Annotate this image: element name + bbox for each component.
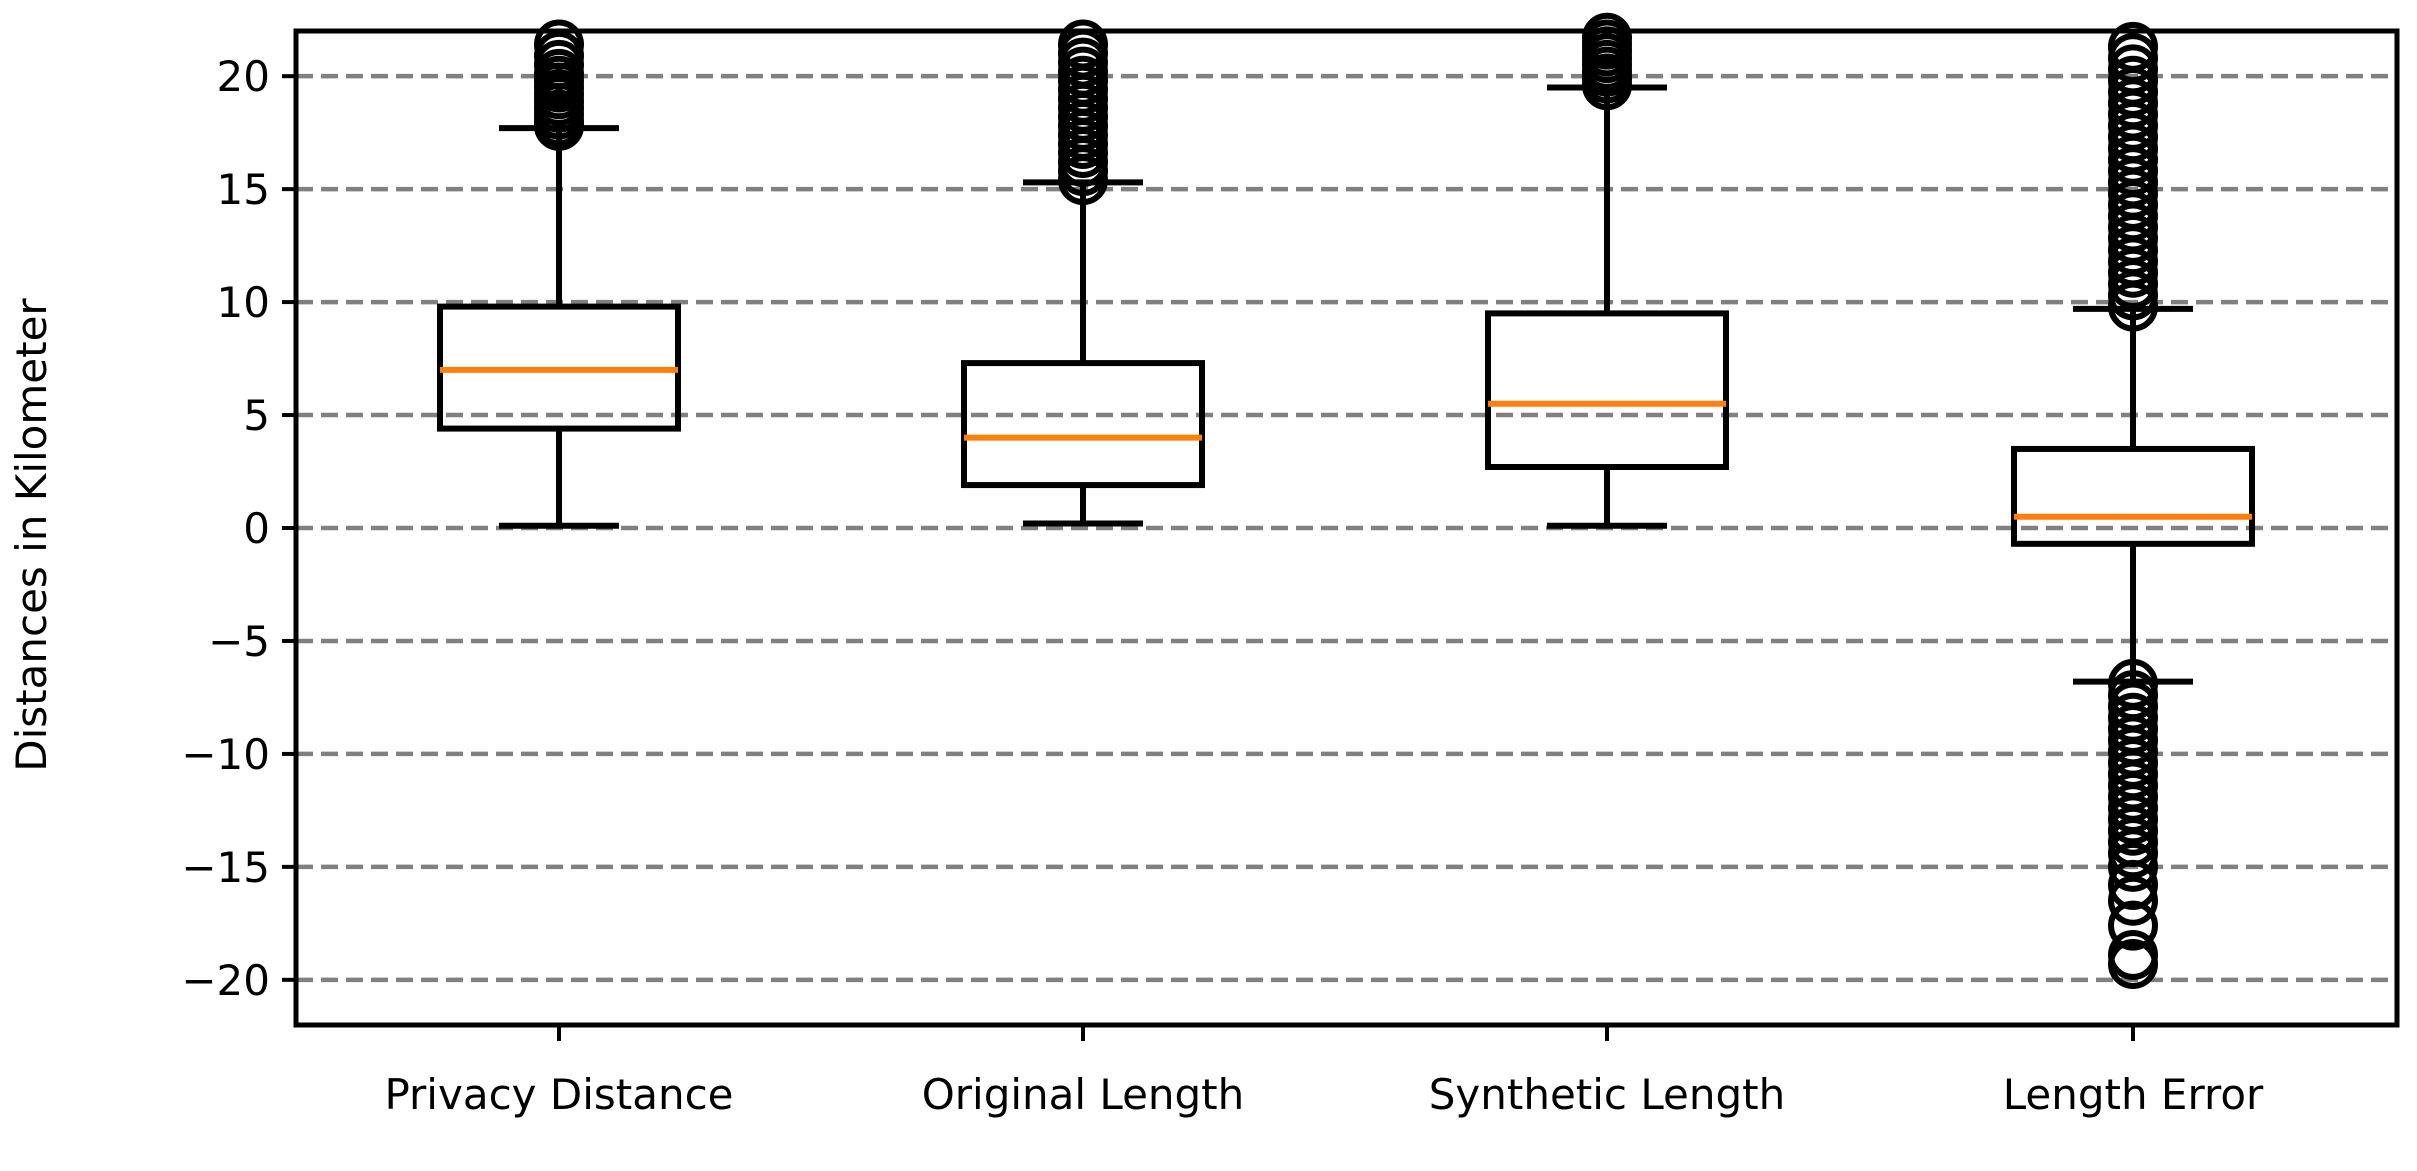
outlier-point [1582,12,1632,63]
outlier-point [2108,875,2158,926]
y-tick-label: 0 [243,504,270,553]
outlier-point [2108,841,2158,892]
outlier-point [1058,19,1108,70]
y-axis-label: Distances in Kilometer [7,298,56,772]
y-tick-label: 20 [217,52,270,101]
x-axis: Privacy Distance Original Length Synthetic… [384,1025,2264,1119]
x-tick-label: Original Length [922,1070,1245,1119]
box-synthetic-length [1485,12,1729,529]
box-series [437,12,2255,990]
y-tick-label: 10 [217,278,270,327]
grid-lines [296,73,2397,983]
y-tick-label: −15 [181,843,270,892]
outlier-point [2108,828,2158,879]
iqr-box [2011,445,2255,547]
outlier-point [2108,21,2158,72]
y-tick-label: −10 [181,730,270,779]
x-tick-label: Synthetic Length [1429,1070,1786,1119]
outlier-point [534,19,584,70]
y-axis: 20 15 10 5 0 −5 −10 −15 −20 [181,52,296,1005]
outlier-point [2108,939,2158,990]
y-tick-label: 15 [217,165,270,214]
y-tick-label: −20 [181,956,270,1005]
y-tick-label: 5 [243,391,270,440]
y-tick-label: −5 [208,617,270,666]
x-tick-label: Length Error [2003,1070,2264,1119]
outlier-point [2108,900,2158,951]
x-tick-label: Privacy Distance [384,1070,733,1119]
outlier-point [2108,859,2158,910]
iqr-box [961,360,1205,489]
iqr-box [1485,310,1729,471]
box-length-error [2011,21,2255,990]
box-original-length [961,19,1205,527]
box-privacy-distance [437,19,681,529]
